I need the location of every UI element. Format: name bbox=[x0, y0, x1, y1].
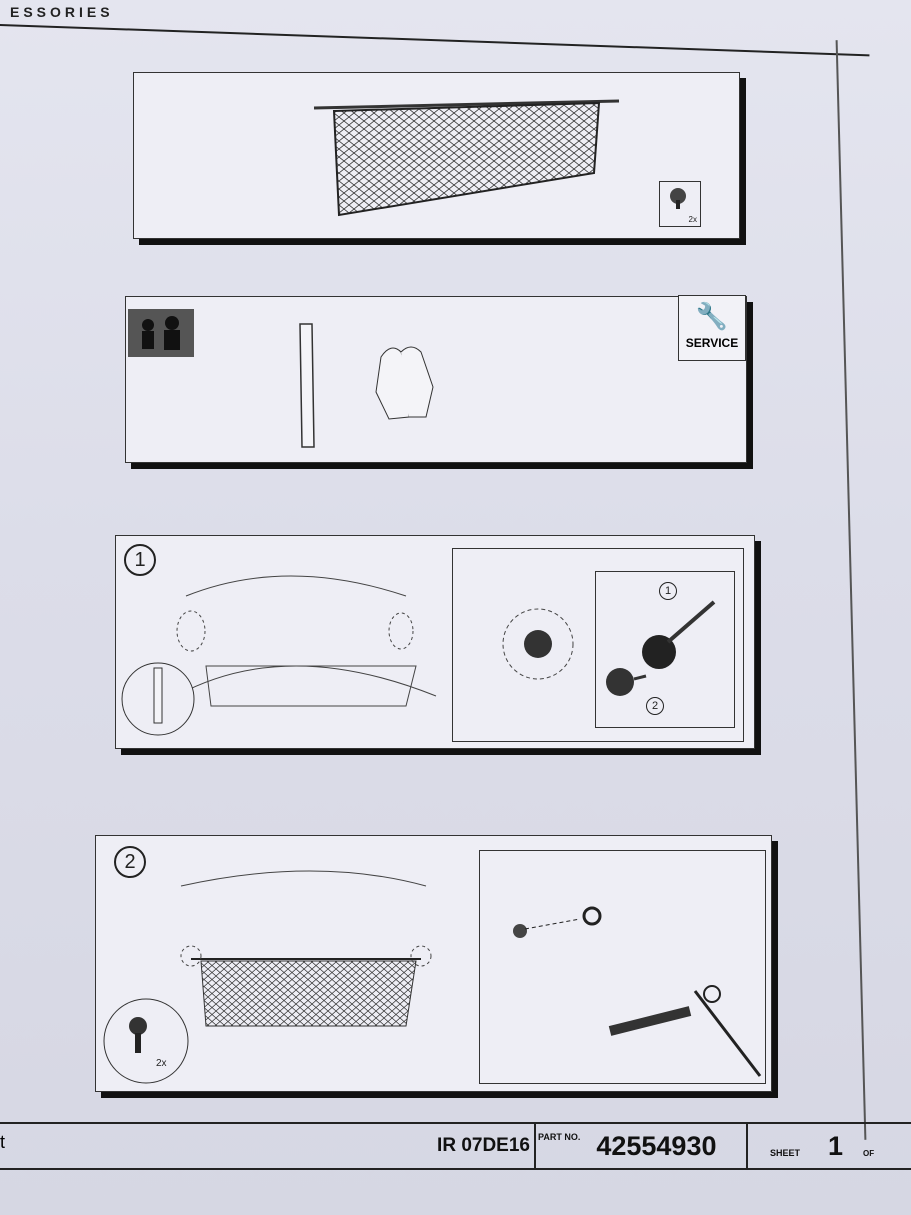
part-number: 42554930 bbox=[596, 1130, 717, 1161]
contents-panel: 2x bbox=[133, 72, 740, 239]
two-person-icon bbox=[128, 309, 194, 357]
sheet-label: SHEET bbox=[770, 1148, 801, 1158]
tools-panel: 🔧 SERVICE bbox=[125, 295, 747, 463]
substep-2: 2 bbox=[646, 697, 664, 715]
step1-number: 1 bbox=[124, 544, 156, 576]
plug-removal-illustration bbox=[606, 600, 716, 696]
step2-number: 2 bbox=[114, 846, 146, 878]
substep-1: 1 bbox=[659, 582, 677, 600]
step2-panel: 2 2x bbox=[95, 835, 772, 1092]
cargo-net-illustration bbox=[313, 99, 620, 217]
sheet-number: 1 bbox=[828, 1130, 844, 1161]
footer-left-text: t bbox=[0, 1132, 6, 1152]
part-number-cell: PART NO. 42554930 bbox=[536, 1124, 748, 1168]
clip-quantity: 2x bbox=[688, 215, 697, 224]
doc-code: IR 07DE16 bbox=[420, 1124, 536, 1168]
clip-install-illustration bbox=[513, 906, 762, 1077]
header-divider bbox=[0, 24, 870, 57]
detail-illustration bbox=[502, 608, 574, 680]
trim-tool-icon bbox=[299, 323, 315, 448]
clip-box: 2x bbox=[659, 181, 701, 227]
trunk-illustration bbox=[121, 575, 437, 736]
title-block: t IR 07DE16 PART NO. 42554930 SHEET 1 OF bbox=[0, 1122, 911, 1170]
zoom-inset: 1 2 bbox=[595, 571, 735, 728]
service-box: 🔧 SERVICE bbox=[678, 295, 746, 361]
install-detail bbox=[479, 850, 766, 1084]
service-label: SERVICE bbox=[685, 336, 739, 350]
detail-view: 1 2 bbox=[452, 548, 744, 742]
part-label: PART NO. bbox=[538, 1132, 581, 1142]
brand-header: ESSORIES bbox=[10, 4, 114, 20]
clip-quantity: 2x bbox=[156, 1058, 167, 1069]
trunk-net-illustration bbox=[103, 870, 432, 1084]
wrench-icon: 🔧 bbox=[695, 301, 729, 331]
page-border bbox=[835, 40, 867, 1140]
gloves-icon bbox=[375, 346, 434, 420]
clip-icon bbox=[670, 188, 686, 209]
step1-panel: 1 1 2 bbox=[115, 535, 755, 749]
of-label: OF bbox=[863, 1148, 875, 1158]
sheet-cell: SHEET 1 OF bbox=[752, 1124, 911, 1168]
